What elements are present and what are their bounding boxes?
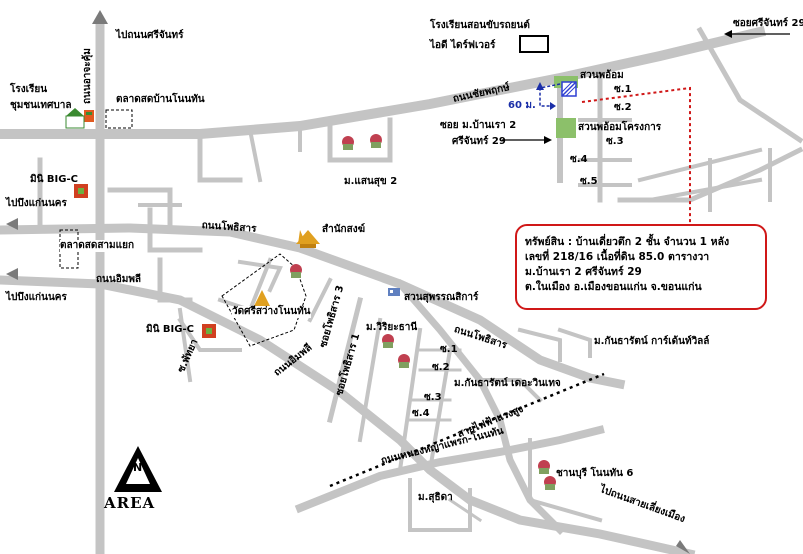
- soi-label-2: ซ.2: [614, 102, 632, 113]
- route-red-dotted: [581, 86, 691, 224]
- direction-to-bueng-2: ไปบึงแก่นนคร: [6, 292, 67, 303]
- soi-label-3: ซ.3: [606, 136, 624, 147]
- property-line-2: เลขที่ 218/16 เนื้อที่ดิน 85.0 ตารางวา: [525, 251, 710, 263]
- road-soi-ak: [447, 497, 483, 523]
- direction-to-srichan: ไปถนนศรีจันทร์: [116, 30, 184, 41]
- west-arrow-icon-1: [6, 218, 18, 230]
- road-soi-am: [237, 259, 283, 293]
- school-flag-icon: [65, 108, 85, 129]
- compass-letter: N: [133, 461, 143, 474]
- road-nong-ya: [294, 425, 605, 514]
- road-label-sima-ku: ถนนอาจะคุ้ม: [82, 48, 93, 104]
- road-soi-e: [647, 177, 763, 203]
- road-soi-ah: [478, 378, 543, 403]
- road-label-imphli: ถนนอิมพลี: [96, 274, 142, 285]
- soi-label-5: ซ.5: [580, 176, 598, 187]
- soi-label-4b: ซ.4: [412, 408, 430, 419]
- road-soi-m: [327, 117, 393, 163]
- property-line-3: ม.บ้านเรา 2 ศรีจันทร์ 29: [525, 266, 642, 278]
- property-line-1: ทรัพย์สิน : บ้านเดี่ยวตึก 2 ชั้น จำนวน 1…: [525, 236, 730, 248]
- store-icon-1: [74, 184, 88, 198]
- southeast-arrow-icon: [676, 540, 690, 554]
- road-soi-v: [177, 307, 193, 383]
- house-icon-6: [538, 460, 550, 474]
- seven-eleven-icon: [84, 110, 94, 122]
- road-soi-f: [696, 26, 803, 144]
- compass-word: AREA: [104, 494, 156, 512]
- road-soi-l: [197, 131, 243, 183]
- house-icon-2: [370, 134, 382, 148]
- road-soi-ag: [557, 327, 592, 358]
- place-mb-nonthan6: ชานบุรี โนนทัน 6: [556, 468, 634, 479]
- road-label-srichan-29: ศรีจันทร์ 29: [452, 136, 506, 147]
- place-idee-driver: ไอดี ไดร์ฟเวอร์: [430, 40, 496, 51]
- place-school-muni-2: ชุมชนเทศบาล: [10, 100, 72, 111]
- route-blue-dashed: [539, 83, 561, 107]
- market-nonthan-box: [105, 109, 133, 129]
- road-soi-x: [357, 317, 383, 443]
- road-soi-aj: [408, 478, 472, 532]
- house-icon-7: [544, 476, 556, 490]
- soi-label-2b: ซ.2: [432, 362, 450, 373]
- road-soi-n: [247, 127, 263, 183]
- place-mini-bigc-2: มินิ BIG-C: [146, 324, 194, 335]
- compass-icon: [114, 446, 162, 492]
- place-mb-suthida: ม.สุธิดา: [418, 492, 453, 503]
- power-line: [329, 372, 605, 488]
- soi-label-4: ซ.4: [570, 154, 588, 165]
- school-box: [519, 35, 549, 53]
- distance-label: 60 ม.: [508, 100, 536, 111]
- soi-banrao-arrow-icon: [502, 136, 552, 144]
- house-icon-5: [398, 354, 410, 368]
- place-mb-suwan: สวนสุพรรณสิการ์: [404, 292, 479, 303]
- road-label-soi-banrao-2: ซอย ม.บ้านเรา 2: [440, 120, 517, 131]
- place-mini-bigc-1: มินิ BIG-C: [30, 174, 78, 185]
- place-market-samyaek: ตลาดสดสามแยก: [60, 240, 134, 252]
- property-callout: ทรัพย์สิน : บ้านเดี่ยวตึก 2 ชั้น จำนวน 1…: [515, 224, 767, 310]
- wat-area: [221, 253, 307, 347]
- house-icon-3: [290, 264, 302, 278]
- road-soi-s: [157, 257, 193, 303]
- road-soi-r: [147, 207, 203, 253]
- place-mb-wiriya: ม.วิริยะธานี: [366, 322, 418, 333]
- soi-label-3b: ซ.3: [424, 392, 442, 403]
- road-soi-p: [107, 187, 173, 233]
- road-soi-y: [307, 277, 333, 323]
- soi-label-1: ซ.1: [614, 84, 632, 95]
- north-arrow-icon: [92, 10, 108, 24]
- place-school-muni-1: โรงเรียน: [10, 84, 48, 95]
- road-soi-ai: [528, 438, 603, 523]
- soi-label-1b: ซ.1: [440, 344, 458, 355]
- place-samnak-song: สำนักสงฆ์: [322, 224, 366, 235]
- road-soi-t: [177, 317, 242, 352]
- road-soi-af: [517, 327, 562, 362]
- road-soi-w: [326, 296, 364, 424]
- road-soi-d: [637, 147, 763, 183]
- place-mb-kantarat: ม.กันธารัตน์ การ์เด้นท์วิลล์: [594, 336, 710, 347]
- house-icon-4: [382, 334, 394, 348]
- direction-to-bueng-1: ไปบึงแก่นนคร: [6, 198, 67, 209]
- place-mb-saensuk: ม.แสนสุข 2: [344, 176, 398, 187]
- park-area-2: [556, 118, 576, 138]
- store-icon-2: [202, 324, 216, 338]
- building-icon: [388, 288, 400, 296]
- place-market-nonthan: ตลาดสดบ้านโนนทัน: [116, 94, 205, 105]
- road-imphli: [0, 275, 696, 554]
- place-wat-sri: วัดศรีสว่างโนนทัน: [232, 306, 311, 318]
- place-mb-kantarat-2: ม.กันธารัตน์ เดอะวินเทจ: [454, 378, 561, 389]
- place-park-1: สวนพอ้อม: [580, 70, 624, 81]
- house-icon-1: [342, 136, 354, 150]
- property-line-4: ต.ในเมือง อ.เมืองขอนแก่น จ.ขอนแก่น: [525, 281, 702, 293]
- place-park-2: สวนพอ้อมโครงการ: [578, 122, 662, 133]
- temple-icon-1: [296, 230, 320, 248]
- road-label-soi-srichan-29: ซอยศรีจันทร์ 29: [733, 18, 803, 29]
- west-arrow-icon-2: [6, 268, 18, 280]
- soi-srichan-arrow-icon: [724, 30, 790, 38]
- place-school-driving: โรงเรียนสอนขับรถยนต์: [430, 20, 530, 31]
